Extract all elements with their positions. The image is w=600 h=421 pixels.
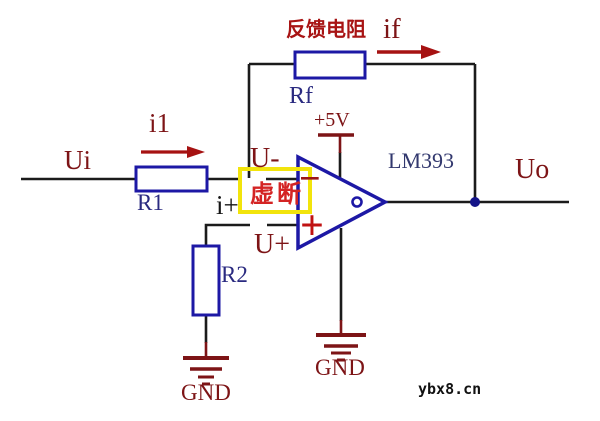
output-voltage-label: Uo (515, 154, 550, 185)
opamp-output-bubble (351, 196, 363, 208)
opamp-triangle (296, 154, 389, 251)
noninverting-terminal-label: U+ (254, 229, 291, 260)
supply-voltage-label: +5V (314, 109, 350, 131)
virtual-break-label: 虚断 (250, 181, 304, 208)
feedback-resistor-label: 反馈电阻 (286, 19, 366, 41)
output-junction-dot (470, 197, 480, 207)
virtual-break-highlight-box (238, 167, 312, 214)
input-voltage-label: Ui (64, 145, 91, 175)
r1-label: R1 (137, 190, 164, 215)
resistor-r1 (134, 165, 209, 193)
rf-label: Rf (289, 83, 313, 109)
resistor-r2 (191, 244, 221, 317)
noninverting-plus-symbol: + (300, 203, 324, 249)
watermark: ybx8.cn (418, 380, 482, 398)
if-arrow-icon (377, 45, 441, 59)
ground-symbol-right (316, 333, 366, 362)
inverting-terminal-label: U- (250, 143, 280, 174)
feedback-current-label: if (383, 13, 401, 45)
input-current-label: i1 (149, 108, 171, 138)
opamp-model-label: LM393 (388, 148, 454, 173)
noninverting-wire-corner (204, 223, 250, 247)
noninverting-current-label: i+ (216, 190, 239, 220)
i1-arrow-icon (141, 146, 205, 158)
gnd-left-label: GND (181, 380, 231, 405)
r2-label: R2 (221, 262, 248, 287)
resistor-rf (293, 50, 367, 80)
gnd-right-label: GND (315, 355, 365, 380)
ground-symbol-left (183, 356, 229, 386)
inverting-minus-symbol: − (299, 158, 321, 200)
